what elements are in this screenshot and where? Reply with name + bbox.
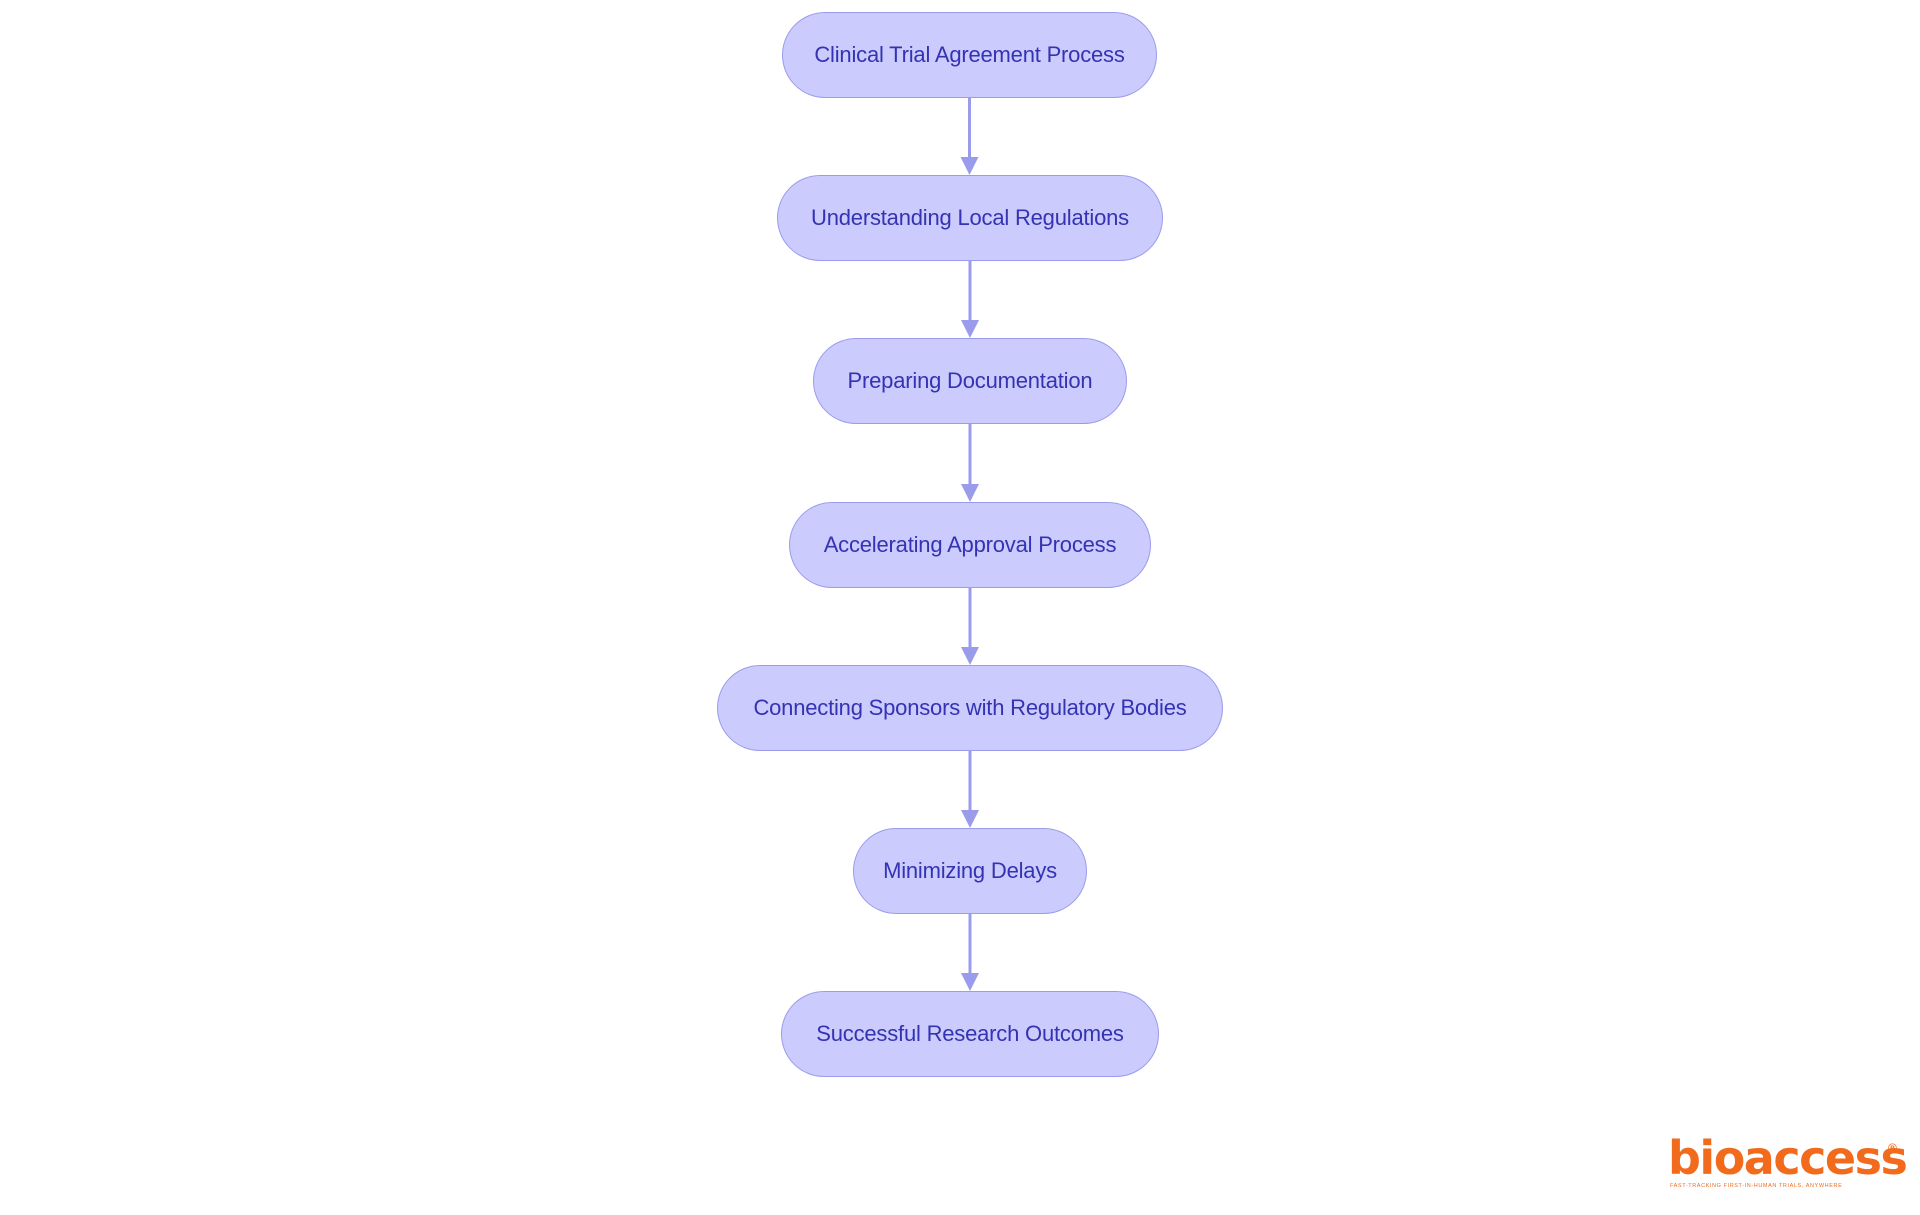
step-label: Connecting Sponsors with Regulatory Bodi… — [753, 695, 1187, 720]
bioaccess-logo: bioaccess ® FAST-TRACKING FIRST-IN-HUMAN… — [1668, 1132, 1908, 1194]
step-node-connecting-sponsors-with-regulatory-bodies: Connecting Sponsors with Regulatory Bodi… — [717, 665, 1223, 751]
arrowhead-icon — [961, 320, 979, 338]
step-label: Minimizing Delays — [883, 858, 1057, 883]
step-node-clinical-trial-agreement-process: Clinical Trial Agreement Process — [782, 12, 1157, 98]
step-node-understanding-local-regulations: Understanding Local Regulations — [777, 175, 1163, 261]
step-node-successful-research-outcomes: Successful Research Outcomes — [781, 991, 1159, 1077]
arrowhead-icon — [961, 647, 979, 665]
logo-tagline: FAST-TRACKING FIRST-IN-HUMAN TRIALS, ANY… — [1670, 1183, 1843, 1189]
step-node-minimizing-delays: Minimizing Delays — [853, 828, 1087, 914]
registered-mark-icon: ® — [1888, 1141, 1897, 1155]
arrowhead-icon — [961, 484, 979, 502]
arrowhead-icon — [961, 973, 979, 991]
step-label: Preparing Documentation — [847, 368, 1093, 393]
step-label: Accelerating Approval Process — [823, 532, 1117, 557]
step-node-accelerating-approval-process: Accelerating Approval Process — [789, 502, 1151, 588]
step-label: Successful Research Outcomes — [816, 1021, 1124, 1046]
step-label: Clinical Trial Agreement Process — [814, 42, 1125, 67]
step-label: Understanding Local Regulations — [811, 205, 1129, 230]
step-node-preparing-documentation: Preparing Documentation — [813, 338, 1127, 424]
arrowhead-icon — [961, 810, 979, 828]
arrowhead-icon — [960, 157, 979, 175]
logo-wordmark: bioaccess — [1668, 1131, 1908, 1185]
